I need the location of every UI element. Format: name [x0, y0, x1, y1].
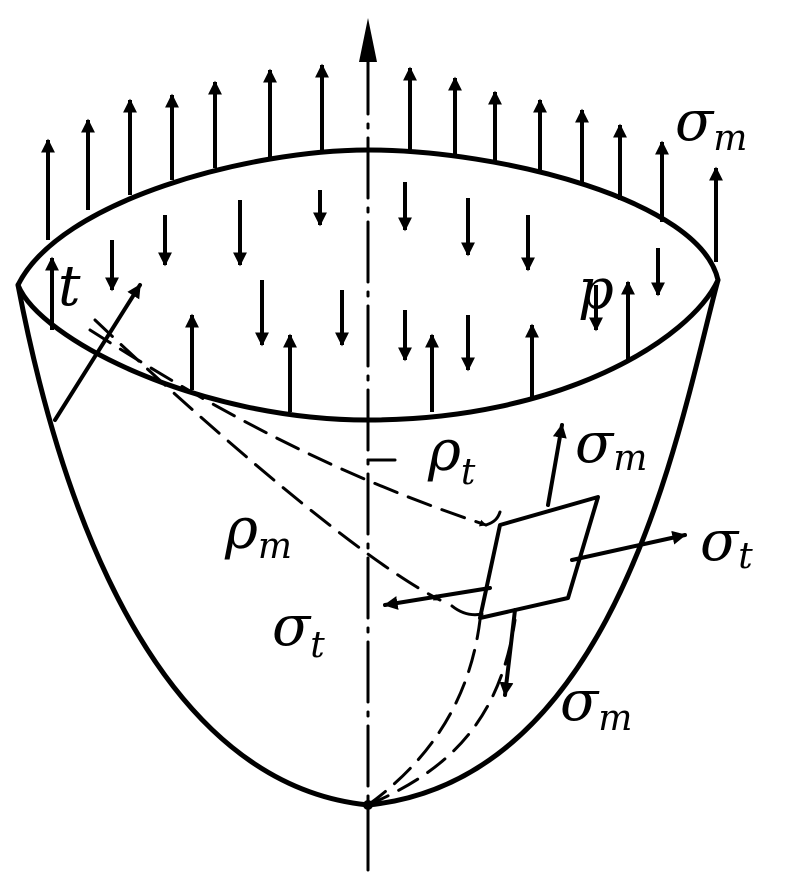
sigma-m-up-arrow: [546, 423, 567, 507]
rho-m-radius: [93, 318, 442, 602]
axis-arrow-icon: [359, 18, 377, 62]
pressure-arrows: [105, 182, 665, 372]
sigma-m-top-label: σm: [675, 89, 747, 159]
sigma-t-left-label: σt: [272, 594, 325, 666]
rho-m-label: ρm: [224, 497, 292, 567]
rho-t-radius: [88, 328, 488, 527]
sigma-m-down-arrow: [499, 608, 517, 697]
shell-outline: [15, 147, 721, 810]
sigma-t-right-label: σt: [700, 509, 753, 577]
element-stress-arrows: [383, 423, 687, 697]
symmetry-axis: [359, 18, 377, 872]
rho-t-label: ρt: [427, 419, 476, 493]
rim-stress-arrows: [41, 63, 723, 412]
labels: σm p t ρt ρm σm σt σt σm: [58, 89, 753, 739]
construction-lines: [88, 318, 517, 807]
sigma-m-element-label: σm: [575, 411, 647, 479]
thickness-arrow: [53, 283, 142, 422]
sigma-t-left-arrow: [383, 586, 492, 610]
sigma-m-bottom-label: σm: [560, 669, 632, 739]
sigma-t-right-arrow: [570, 530, 687, 562]
pressure-label: p: [578, 257, 614, 322]
thickness-label: t: [58, 254, 81, 319]
